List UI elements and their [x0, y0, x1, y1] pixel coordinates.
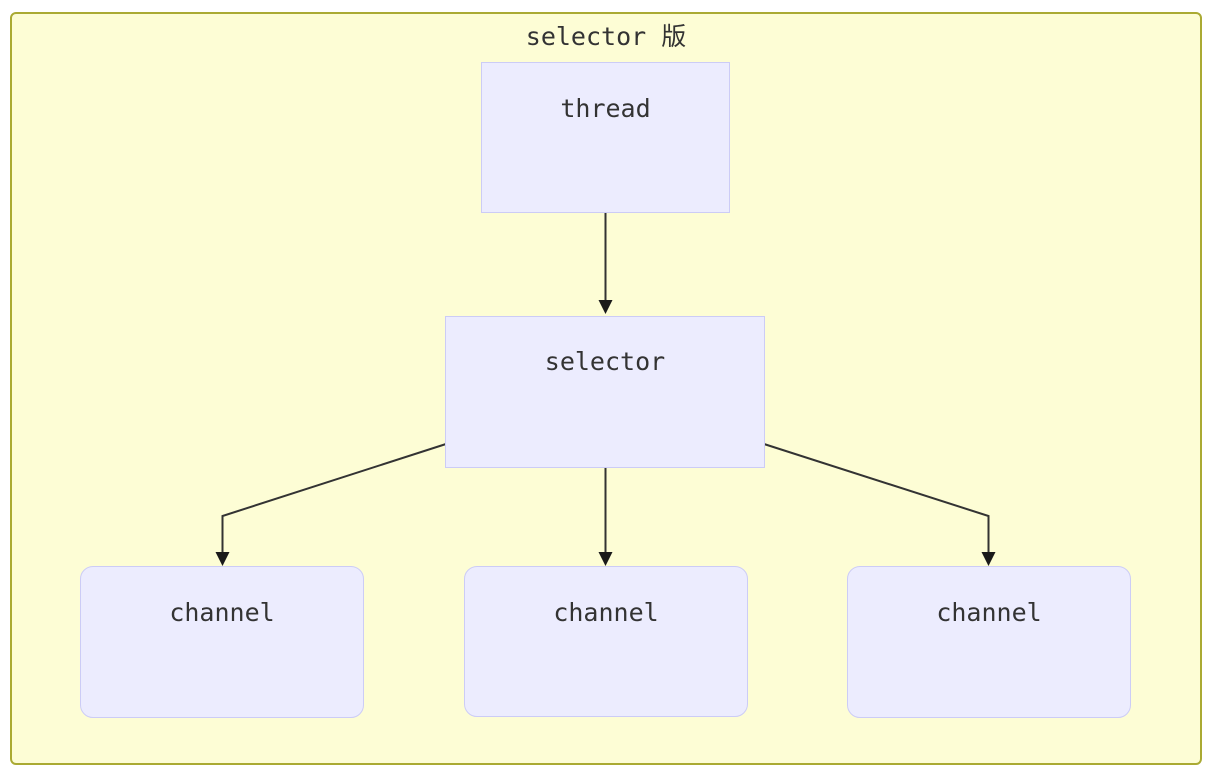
node-channel-1[interactable]: channel [464, 566, 748, 717]
node-channel-0[interactable]: channel [80, 566, 364, 718]
node-channel-0-label: channel [169, 598, 275, 627]
cluster-title: selector 版 [525, 22, 687, 51]
node-thread-label: thread [560, 94, 651, 123]
node-channel-2-label: channel [936, 598, 1042, 627]
node-thread[interactable]: thread [481, 62, 730, 213]
node-selector[interactable]: selector [445, 316, 765, 468]
node-channel-2[interactable]: channel [847, 566, 1131, 718]
node-channel-1-label: channel [553, 598, 659, 627]
node-selector-label: selector [544, 347, 666, 376]
